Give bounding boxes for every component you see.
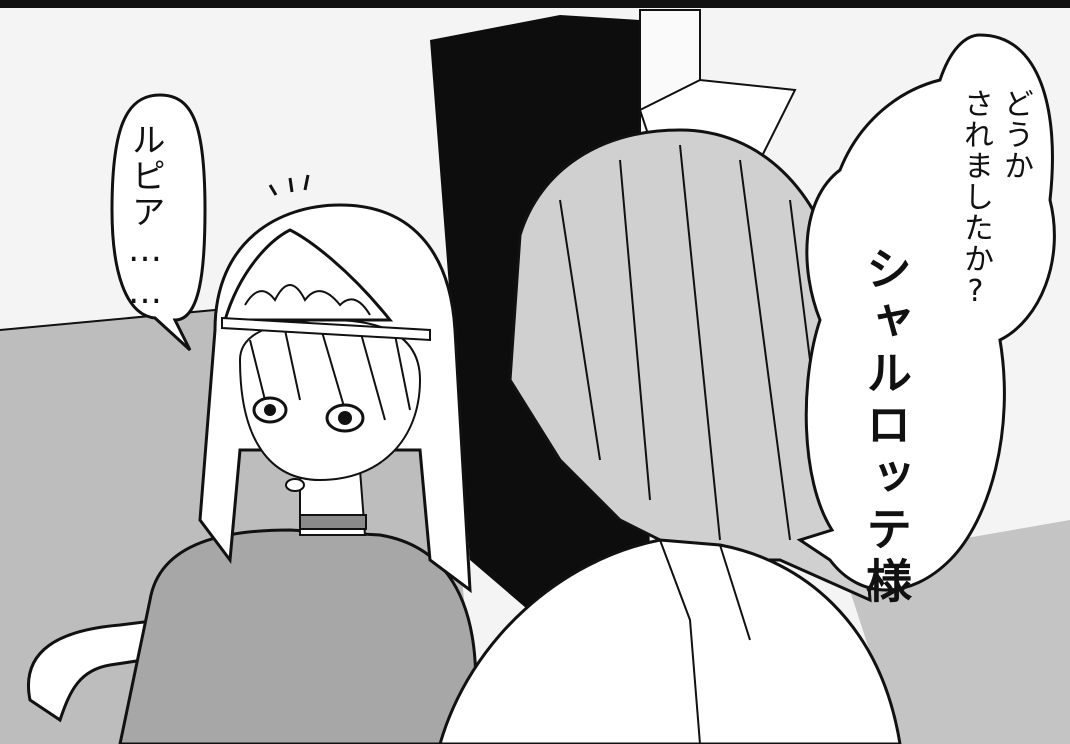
bubble-left-text: ルピア…… xyxy=(125,122,165,314)
princess-body xyxy=(118,528,482,744)
choker xyxy=(299,514,367,530)
bubble-right-small-text: どうか されましたか? xyxy=(958,88,1033,310)
attendant-body xyxy=(438,538,902,744)
surprise-marks xyxy=(268,174,310,196)
panel-border xyxy=(0,0,1070,8)
bubble-right-big-text: シャルロッテ様 xyxy=(859,245,913,609)
speech-bubble-left xyxy=(110,93,207,352)
speech-bubble-right xyxy=(796,33,1056,592)
mouth xyxy=(285,478,305,492)
tiara xyxy=(222,228,394,322)
